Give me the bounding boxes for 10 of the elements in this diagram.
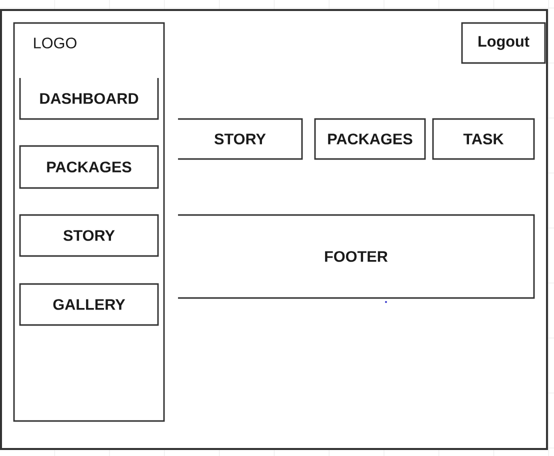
nav-tab: TASK (432, 118, 535, 160)
footer-bar: FOOTER (178, 214, 535, 299)
menu-button: PACKAGES (19, 145, 159, 189)
menu-button: STORY (19, 214, 159, 257)
nav-tab: PACKAGES (314, 118, 426, 160)
placeholder-text: LOGO (34, 38, 76, 48)
logout-button: Logout (461, 22, 546, 64)
nav-tab: STORY (178, 118, 303, 160)
menu-button: GALLERY (19, 283, 159, 326)
menu-button: DASHBOARD (19, 78, 159, 120)
